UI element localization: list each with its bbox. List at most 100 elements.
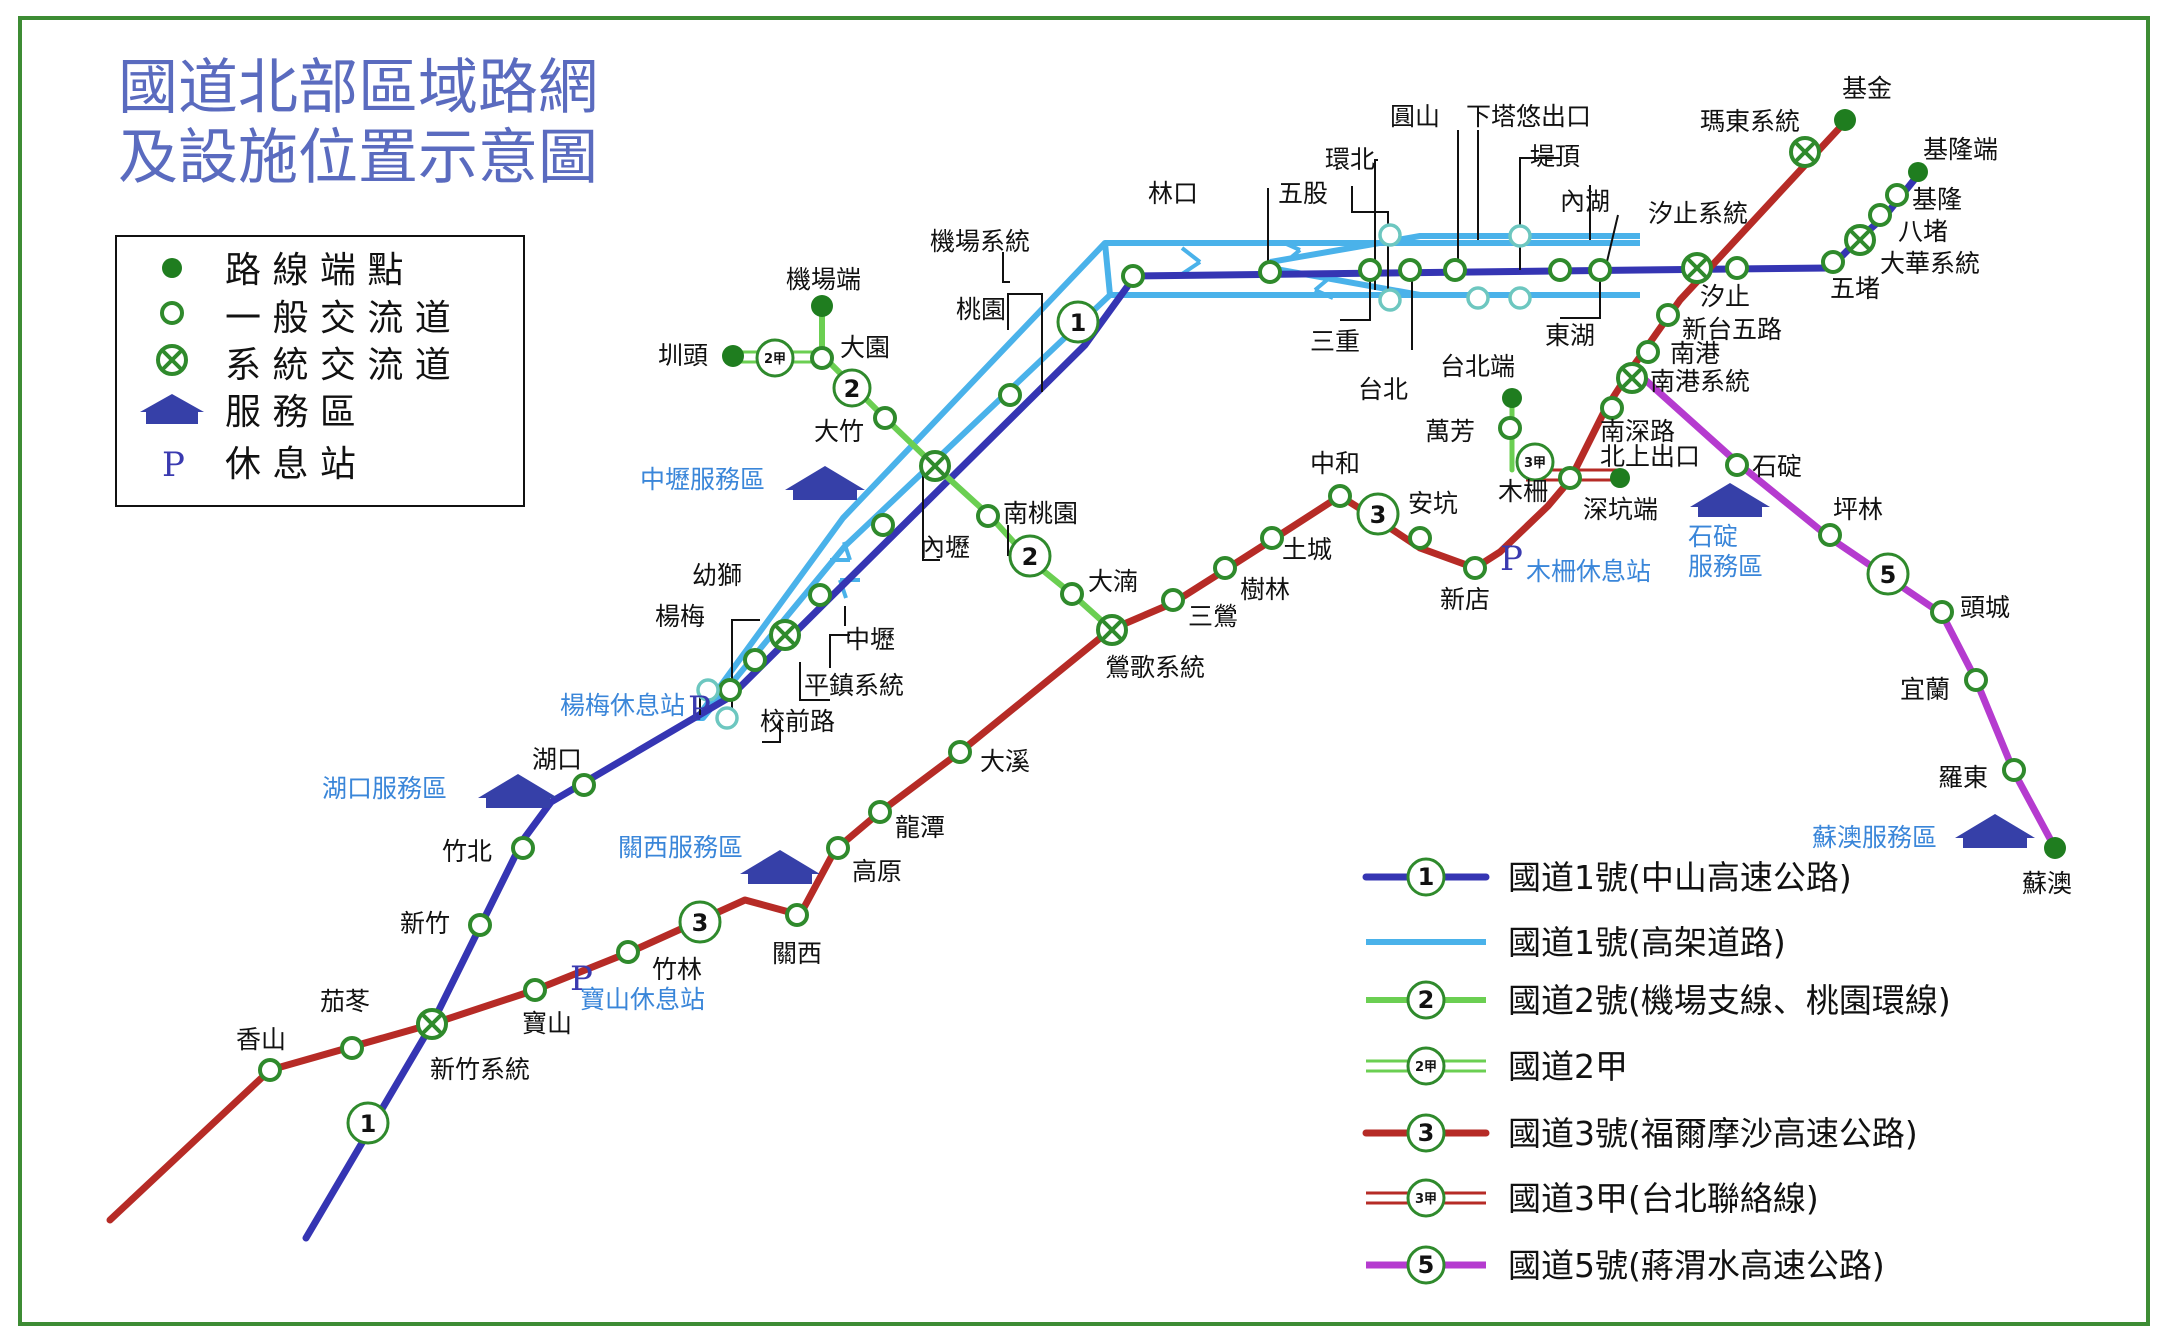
station-label: 八堵 [1898, 217, 1948, 246]
legend-route-2a: 2甲 國道2甲 [1366, 1046, 1628, 1086]
legend-label: 2甲 [1415, 1060, 1437, 1075]
station-label: 龍潭 [895, 813, 945, 842]
legend-rest-text: 休 息 站 [225, 444, 356, 485]
station-label: 中壢 [845, 625, 895, 654]
legend-label: 3 [1418, 1119, 1435, 1147]
svg-text:5: 5 [1880, 561, 1897, 589]
station-label: 深坑端 [1583, 495, 1658, 524]
route-shield-icon: 1 [346, 1101, 390, 1145]
station-label: 台北端 [1440, 352, 1515, 381]
endpoints [722, 109, 2066, 859]
station-label: 宜蘭 [1900, 675, 1950, 704]
station-label: 新竹 [400, 909, 450, 938]
station-label: 茄苳 [320, 987, 370, 1016]
station-label: 坪林 [1833, 495, 1883, 524]
station-label: 南深路 [1600, 417, 1675, 446]
svg-text:3甲: 3甲 [1524, 456, 1546, 471]
station-label: 新台五路 [1682, 315, 1782, 344]
facility-label: 寶山休息站 [580, 985, 705, 1014]
station-label: 鶯歌系統 [1105, 653, 1205, 682]
station-label: 台北 [1358, 375, 1408, 404]
route-shield-icon: 5 [1406, 1245, 1446, 1285]
station-label: 竹林 [652, 955, 702, 984]
legend-service-text: 服 務 區 [225, 392, 356, 433]
station-label: 基隆 [1912, 185, 1962, 214]
station-label: 土城 [1282, 535, 1332, 564]
station-label: 大竹 [814, 417, 864, 446]
station-label: 大華系統 [1880, 249, 1980, 278]
legend-label: 國道2甲 [1508, 1047, 1628, 1086]
station-label: 羅東 [1938, 763, 1988, 792]
station-label: 幼獅 [692, 561, 742, 590]
station-label: 南桃園 [1003, 499, 1078, 528]
legend-label: 國道3號(福爾摩沙高速公路) [1508, 1114, 1918, 1153]
rest-stop-icon: P [162, 445, 185, 485]
facility-label: 關西服務區 [618, 833, 743, 862]
station-labels: 基隆端 基隆 八堵 大華系統 五堵 基金 瑪東系統 汐止系統 汐止 圓山 下塔悠… [236, 74, 2072, 1084]
station-label: 安坑 [1408, 489, 1458, 518]
route-shield-icon: 1 [1056, 300, 1100, 344]
station-label: 新竹系統 [430, 1055, 530, 1084]
station-label: 瑪東系統 [1700, 107, 1800, 136]
facility-label: 蘇澳服務區 [1812, 823, 1937, 852]
route-shield-icon: 3甲 [1406, 1178, 1446, 1218]
facility-label: 中壢服務區 [640, 465, 765, 494]
map-frame [18, 16, 2150, 1326]
svg-text:3: 3 [1370, 501, 1387, 529]
shiding-svc-line1: 石碇 [1688, 522, 1738, 551]
map-title-line1: 國道北部區域路網 [118, 53, 598, 123]
route-shields: 1 1 2 2 2甲 3 3 3甲 5 [346, 300, 1910, 1145]
route-shield-icon: 3 [1406, 1113, 1446, 1153]
route-shield-icon: 3 [678, 900, 722, 944]
station-label: 竹北 [442, 837, 492, 866]
station-label: 大湳 [1088, 567, 1138, 596]
legend-system-text: 系 統 交 流 道 [225, 345, 451, 386]
station-label: 機場端 [786, 265, 861, 294]
route-shield-icon: 2甲 [1406, 1046, 1446, 1086]
route-shield-icon: 2 [1406, 980, 1446, 1020]
route-shield-icon: 2 [832, 368, 872, 408]
station-label: 南港 [1670, 339, 1720, 368]
system-interchanges [416, 136, 1876, 1040]
station-label: 平鎮系統 [804, 671, 904, 700]
station-label: 基金 [1842, 74, 1892, 103]
station-label: 圳頭 [658, 341, 708, 370]
system-interchange-icon [156, 344, 188, 376]
endpoint-icon [162, 258, 182, 278]
map-title-line2: 及設施位置示意圖 [118, 123, 598, 193]
service-areas [478, 466, 2035, 884]
shiding-svc-line2: 服務區 [1688, 552, 1763, 581]
station-label: 汐止系統 [1648, 199, 1748, 228]
legend-route-3a: 3甲 國道3甲(台北聯絡線) [1366, 1178, 1819, 1218]
route-shield-icon: 2甲 [755, 338, 795, 378]
legend-route-3: 3 國道3號(福爾摩沙高速公路) [1362, 1113, 1918, 1153]
station-label: 內湖 [1560, 187, 1610, 216]
legend-label: 國道1號(中山高速公路) [1508, 858, 1852, 897]
route-shield-icon: 1 [1406, 857, 1446, 897]
station-label: 石碇 [1752, 452, 1802, 481]
station-label: 木柵 [1498, 477, 1548, 506]
station-label: 五堵 [1830, 274, 1880, 303]
legend-label: 5 [1418, 1251, 1435, 1279]
interchange-icon [160, 301, 184, 325]
station-label: 蘇澳 [2022, 869, 2072, 898]
station-label: 大園 [840, 333, 890, 362]
station-label: 頭城 [1960, 593, 2010, 622]
station-label: 內壢 [920, 533, 970, 562]
symbol-legend: 路 線 端 點 一 般 交 流 道 系 統 交 流 道 服 務 區 P 休 息 … [115, 235, 525, 507]
station-label: 基隆端 [1923, 135, 1998, 164]
service-area-icon [140, 394, 204, 424]
station-label: 圓山 [1390, 102, 1440, 131]
station-label: 楊梅 [655, 602, 705, 631]
station-label: 關西 [772, 939, 822, 968]
legend-route-1-elevated: 國道1號(高架道路) [1366, 923, 1786, 962]
station-label: 大溪 [980, 747, 1030, 776]
station-label: 寶山 [522, 1009, 572, 1038]
facility-label: 湖口服務區 [322, 774, 447, 803]
station-label: 汐止 [1700, 282, 1750, 311]
station-label: 林口 [1148, 179, 1198, 208]
rest-stop-mucha: P [1500, 539, 1523, 579]
svg-text:2: 2 [1022, 543, 1039, 571]
station-label: 校前路 [760, 707, 835, 736]
